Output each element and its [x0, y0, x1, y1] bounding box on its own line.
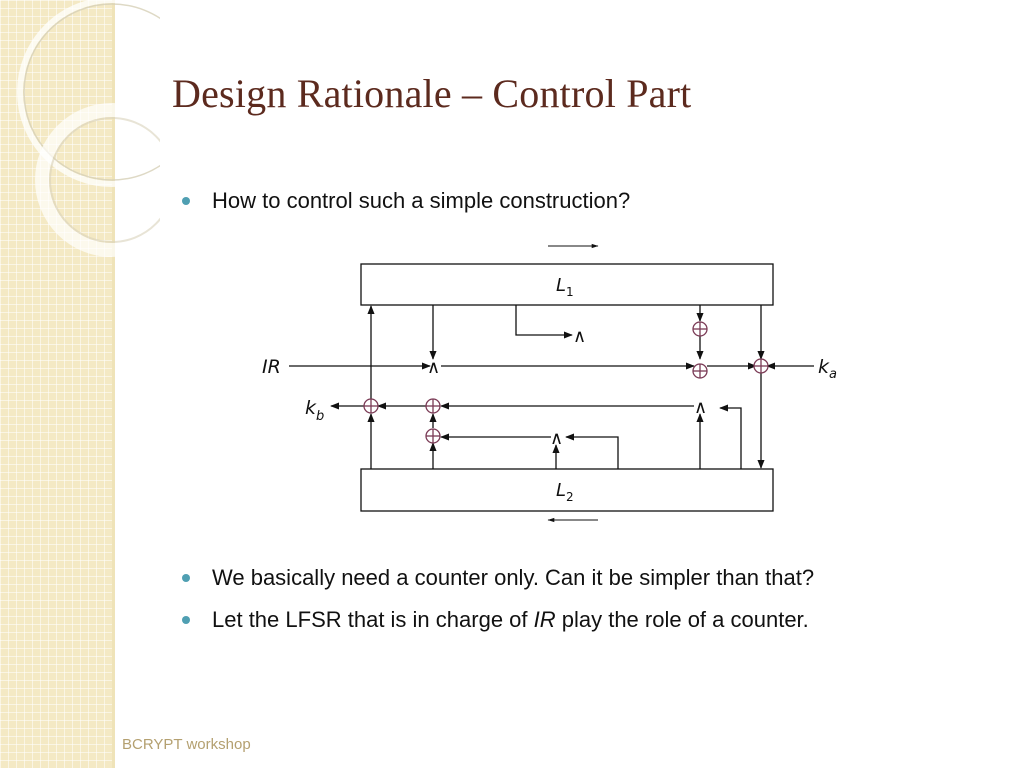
xor-gate-icon — [692, 363, 708, 379]
sidebar-edge — [112, 0, 115, 768]
bullet-dot-icon — [182, 574, 190, 582]
register-l2-label: L2 — [556, 480, 574, 504]
xor-gate-icon — [692, 321, 708, 337]
xor-gate-icon — [753, 358, 769, 374]
bullet-text-segment: How to control such a simple constructio… — [212, 188, 631, 213]
bullet-text-3: Let the LFSR that is in charge of IR pla… — [212, 607, 809, 633]
input-ka-label: ka — [818, 356, 837, 382]
bullet-dot-icon — [182, 616, 190, 624]
decorative-rings — [17, 0, 160, 257]
wires — [289, 305, 814, 469]
input-ir-label: IR — [262, 356, 281, 378]
xor-gate-icon — [425, 398, 441, 414]
output-kb-label: kb — [305, 397, 324, 424]
and-gate-icon: ∧ — [573, 326, 586, 347]
bullet-text-segment: IR — [533, 607, 556, 632]
and-gate-icon: ∧ — [427, 357, 440, 378]
bullet-text-1: How to control such a simple constructio… — [212, 188, 630, 214]
and-gate-icon: ∧ — [550, 428, 563, 449]
footer-text: BCRYPT workshop — [122, 736, 251, 753]
register-l1: L1 — [360, 263, 774, 306]
register-l2: L2 — [360, 468, 774, 512]
bullet-text-segment: Let the LFSR that is in charge of — [212, 607, 534, 632]
bullet-text-segment: We basically need a counter only. Can it… — [212, 565, 815, 590]
slide-title: Design Rationale – Control Part — [172, 71, 692, 116]
register-l1-label: L1 — [556, 275, 574, 299]
xor-gate-icon — [425, 428, 441, 444]
bullet-text-segment: play the role of a counter. — [555, 607, 809, 632]
bullet-dot-icon — [182, 197, 190, 205]
xor-gate-icon — [363, 398, 379, 414]
bullet-text-2: We basically need a counter only. Can it… — [212, 565, 814, 591]
and-gate-icon: ∧ — [694, 397, 707, 418]
